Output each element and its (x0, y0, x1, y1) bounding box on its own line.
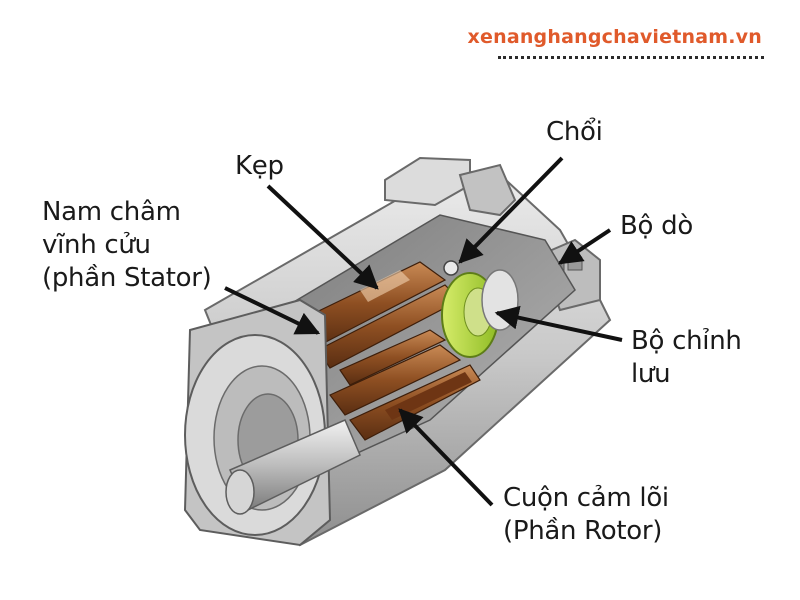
label-nam-cham-line1: Nam châm (42, 197, 181, 227)
leader-arrows (224, 156, 623, 507)
label-nam-cham-line2: vĩnh cửu (42, 230, 151, 260)
front-end-cap (183, 298, 332, 547)
motor-shaft (225, 419, 361, 515)
stator-magnets (299, 261, 462, 369)
brush (443, 260, 459, 276)
label-choi: Chổi (546, 117, 603, 147)
watermark-site: xenanghangchavietnam.vn (467, 26, 762, 48)
label-nam-cham-line3: (phần Stator) (42, 263, 212, 293)
watermark-underline (498, 56, 764, 59)
label-cuon-cam-line2: (Phần Rotor) (503, 516, 663, 546)
label-cuon-cam-line1: Cuộn cảm lõi (503, 483, 669, 513)
rotor-windings (329, 329, 481, 441)
label-kep: Kẹp (235, 151, 284, 181)
label-bo-chinh-luu-line2: lưu (631, 359, 671, 389)
label-bo-chinh-luu-line1: Bộ chỉnh (631, 326, 742, 356)
commutator (441, 269, 519, 358)
label-bo-do: Bộ dò (620, 211, 693, 241)
